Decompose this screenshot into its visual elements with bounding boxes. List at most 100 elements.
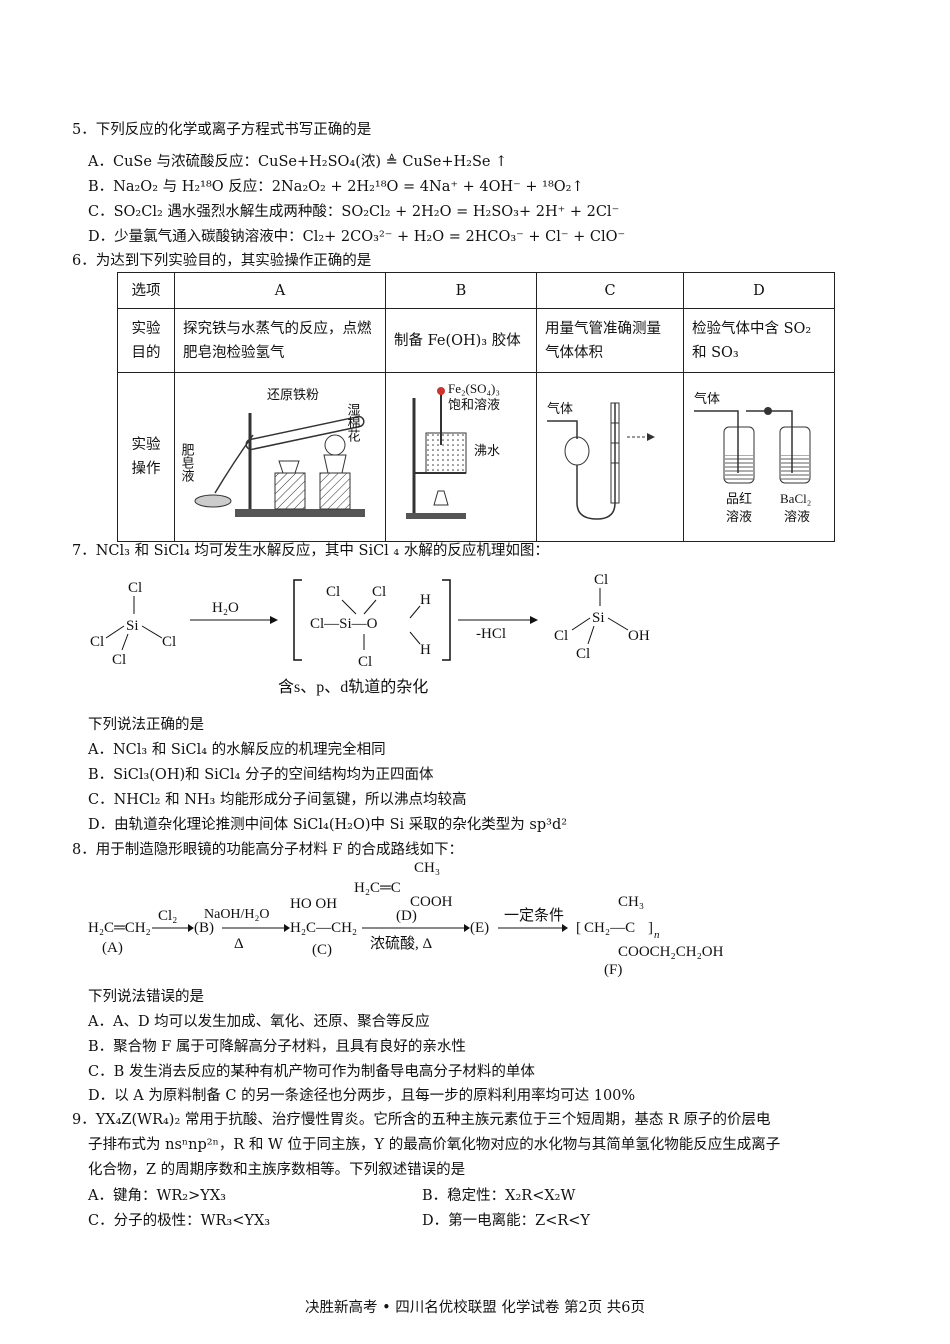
colloid-apparatus-diagram: Fe₂(SO₄)₃ 饱和溶液 沸水 <box>406 381 500 519</box>
label-f: (F) <box>604 962 622 978</box>
label-saturated-solution: 饱和溶液 <box>448 397 500 412</box>
elim-hcl: -HCl <box>476 626 506 642</box>
svg-text:Cl: Cl <box>112 652 126 668</box>
q6-header-d: D <box>683 272 835 309</box>
q6-purpose-d: 检验气体中含 SO₂ 和 SO₃ <box>683 308 835 373</box>
q9-stem-line3: 化合物，Z 的周期序数和主族序数相等。下列叙述错误的是 <box>88 1162 466 1178</box>
q7-sub-stem: 下列说法正确的是 <box>88 717 204 733</box>
gas-wash-bottles-diagram: 气体 品红 溶液 BaCl₂ 溶液 <box>694 391 811 524</box>
q8-option-d: D．以 A 为原料制备 C 的另一条途径也分两步，且每一步的原料利用率均可达 1… <box>88 1088 636 1104</box>
svg-text:Cl: Cl <box>326 584 340 600</box>
f-ester: COOCH₂CH₂OH <box>618 944 724 960</box>
q7-option-a: A．NCl₃ 和 SiCl₄ 的水解反应的机理完全相同 <box>88 742 386 758</box>
q7-option-d: D．由轨道杂化理论推测中间体 SiCl₄(H₂O)中 Si 采取的杂化类型为 s… <box>88 817 568 833</box>
q6-apparatus-a: 还原铁粉 湿棉花 肥皂液 <box>174 372 386 542</box>
q8-option-b: B．聚合物 F 属于可降解高分子材料，且具有良好的亲水性 <box>88 1039 466 1055</box>
svg-text:H: H <box>420 642 431 658</box>
reagent-naoh: NaOH/H₂O <box>204 907 270 922</box>
d-carboxyl: COOH <box>410 894 453 910</box>
compound-d: H₂C═C <box>354 880 401 896</box>
condition-h2so4: 浓硫酸, Δ <box>370 935 433 952</box>
reagent-cl2: Cl₂ <box>158 908 177 924</box>
f-degree: n <box>654 929 660 941</box>
label-soap-solution: 肥皂液 <box>180 443 195 482</box>
compound-e: (E) <box>470 920 489 936</box>
label-iron-powder: 还原铁粉 <box>267 387 319 402</box>
label-d: (D) <box>396 908 417 924</box>
q6-purpose-b: 制备 Fe(OH)₃ 胶体 <box>385 308 537 373</box>
q8-option-c: C．B 发生消去反应的某种有机产物可作为制备导电高分子材料的单体 <box>88 1064 535 1080</box>
q6-purpose-a: 探究铁与水蒸气的反应，点燃肥皂泡检验氢气 <box>174 308 386 373</box>
sicl4-hydrolysis-mechanism: Cl Si Cl Cl Cl H₂O Cl Cl Cl—Si—O H H Cl … <box>90 572 650 696</box>
q7-option-b: B．SiCl₃(OH)和 SiCl₄ 分子的空间结构均为正四面体 <box>88 767 434 783</box>
label-solution-1: 溶液 <box>726 509 752 524</box>
compound-a: H₂C═CH₂ <box>88 920 151 936</box>
q8-sub-stem: 下列说法错误的是 <box>88 989 204 1005</box>
q6-purpose-c: 用量气管准确测量气体体积 <box>536 308 684 373</box>
q9-option-c: C．分子的极性：WR₃<YX₃ <box>88 1213 271 1229</box>
q8-synthesis-route: H₂C═CH₂ (A) Cl₂ (B) NaOH/H₂O Δ HO OH H₂C… <box>88 860 724 978</box>
q9-option-a: A．键角：WR₂>YX₃ <box>88 1188 226 1204</box>
label-fuchsin: 品红 <box>726 491 752 506</box>
d-methyl: CH₃ <box>414 860 440 876</box>
label-boiling-water: 沸水 <box>474 443 500 458</box>
q8-option-a: A．A、D 均可以发生加成、氧化、还原、聚合等反应 <box>88 1014 430 1030</box>
iron-steam-apparatus-diagram: 还原铁粉 湿棉花 肥皂液 <box>180 387 365 517</box>
svg-text:Cl: Cl <box>162 634 176 650</box>
q9-stem-line2: 子排布式为 nsⁿnp²ⁿ，R 和 W 位于同主族，Y 的最高价氧化物对应的水化… <box>88 1137 781 1153</box>
svg-text:Si: Si <box>126 618 139 634</box>
label-wet-cotton: 湿棉花 <box>346 403 361 443</box>
label-a: (A) <box>102 940 123 956</box>
svg-text:]: ] <box>648 920 653 936</box>
q5-option-d: D．少量氯气通入碳酸钠溶液中：Cl₂+ 2CO₃²⁻ + H₂O = 2HCO₃… <box>88 229 626 245</box>
label-bacl2: BaCl₂ <box>780 491 811 506</box>
svg-text:Cl—Si—O: Cl—Si—O <box>310 616 378 632</box>
q6-apparatus-d: 气体 品红 溶液 BaCl₂ 溶液 <box>683 372 835 542</box>
condition-heat: Δ <box>234 936 244 952</box>
label-c: (C) <box>312 942 332 958</box>
q6-table: 选项 A B C D 实验目的 探究铁与水蒸气的反应，点燃肥皂泡检验氢气 制备 … <box>117 272 835 542</box>
q6-apparatus-c: 气体 <box>536 372 684 542</box>
q9-option-b: B．稳定性：X₂R<X₂W <box>422 1188 576 1204</box>
svg-text:Cl: Cl <box>372 584 386 600</box>
c-hydroxyls: HO OH <box>290 896 337 912</box>
q8-stem: 8．用于制造隐形眼镜的功能高分子材料 F 的合成路线如下： <box>72 842 464 858</box>
q6-header-b: B <box>385 272 537 309</box>
q9-stem-line1: 9．YX₄Z(WR₄)₂ 常用于抗酸、治疗慢性胃炎。它所含的五种主族元素位于三个… <box>72 1112 771 1128</box>
svg-text:Cl: Cl <box>576 646 590 662</box>
q5-option-c: C．SO₂Cl₂ 遇水强烈水解生成两种酸：SO₂Cl₂ + 2H₂O = H₂S… <box>88 204 620 220</box>
q6-header-a: A <box>174 272 386 309</box>
q9-option-d: D．第一电离能：Z<R<Y <box>422 1213 590 1229</box>
q5-option-a: A．CuSe 与浓硫酸反应：CuSe+H₂SO₄(浓) ≜ CuSe+H₂Se … <box>88 154 508 170</box>
label-gas-d: 气体 <box>694 391 720 406</box>
condition-polymerize: 一定条件 <box>504 907 564 924</box>
svg-text:OH: OH <box>628 628 650 644</box>
reagent-h2o: H₂O <box>212 600 239 616</box>
label-solution-2: 溶液 <box>784 509 810 524</box>
svg-text:Cl: Cl <box>358 654 372 670</box>
q5-option-b: B．Na₂O₂ 与 H₂¹⁸O 反应：2Na₂O₂ + 2H₂¹⁸O = 4Na… <box>88 179 584 195</box>
svg-text:H: H <box>420 592 431 608</box>
f-chain: CH₂—C <box>584 920 635 936</box>
q6-operation-label: 实验操作 <box>117 372 175 542</box>
hybridization-note: 含s、p、d轨道的杂化 <box>278 678 428 696</box>
svg-text:[: [ <box>576 920 581 936</box>
svg-text:Cl: Cl <box>594 572 608 588</box>
q7-option-c: C．NHCl₂ 和 NH₃ 均能形成分子间氢键，所以沸点均较高 <box>88 792 467 808</box>
compound-c: H₂C—CH₂ <box>290 920 357 936</box>
q7-stem: 7．NCl₃ 和 SiCl₄ 均可发生水解反应，其中 SiCl ₄ 水解的反应机… <box>72 543 549 559</box>
svg-text:Cl: Cl <box>90 634 104 650</box>
label-gas-c: 气体 <box>547 401 573 416</box>
svg-text:Si: Si <box>592 610 605 626</box>
label-fe2so43: Fe₂(SO₄)₃ <box>448 381 500 396</box>
gas-burette-diagram: 气体 <box>547 401 655 520</box>
svg-text:Cl: Cl <box>554 628 568 644</box>
q6-header-c: C <box>536 272 684 309</box>
q6-apparatus-b: Fe₂(SO₄)₃ 饱和溶液 沸水 <box>385 372 537 542</box>
q6-stem: 6．为达到下列实验目的，其实验操作正确的是 <box>72 253 372 269</box>
f-methyl: CH₃ <box>618 894 644 910</box>
svg-text:Cl: Cl <box>128 580 142 596</box>
q6-purpose-label: 实验目的 <box>117 308 175 373</box>
page-footer: 决胜新高考 • 四川名优校联盟 化学试卷 第2页 共6页 <box>304 1300 646 1316</box>
compound-b: (B) <box>194 920 214 936</box>
